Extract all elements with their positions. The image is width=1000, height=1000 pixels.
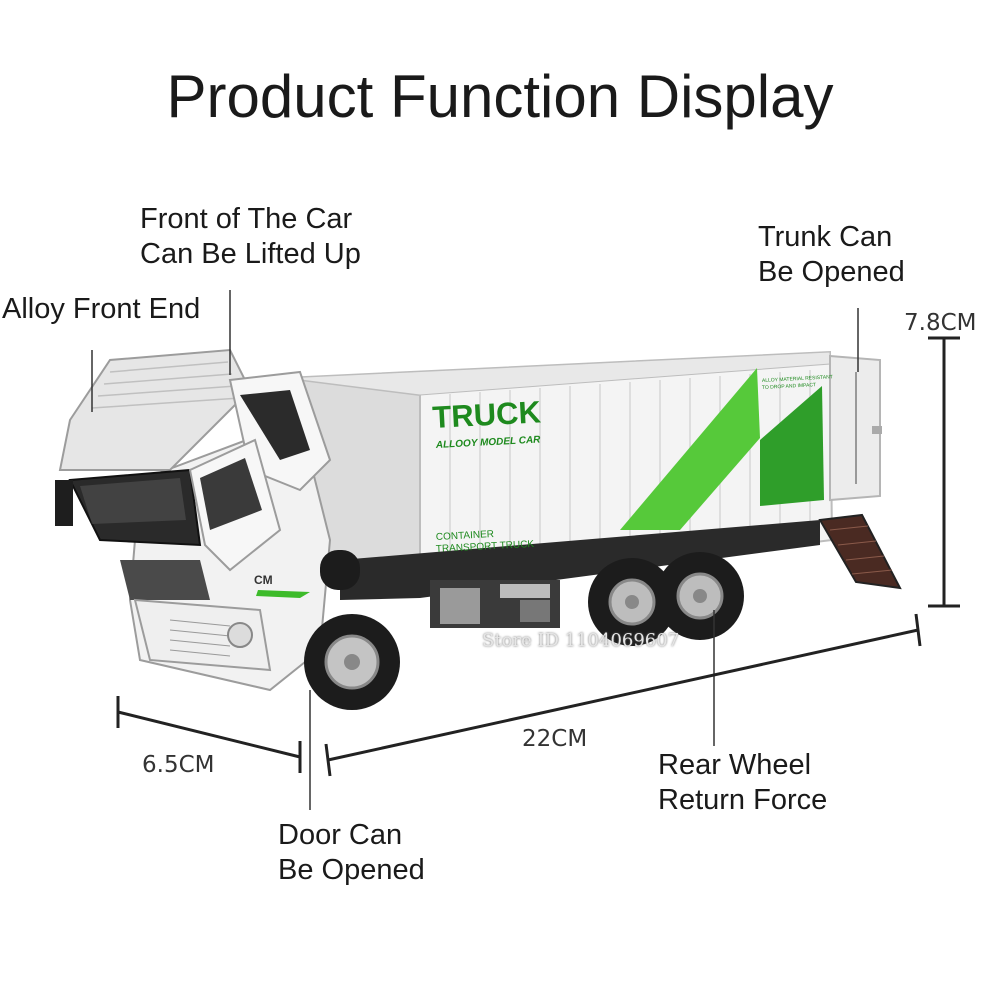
- green-stripe-light: [620, 368, 760, 530]
- chassis: [340, 520, 820, 628]
- callout-rear-wheel-line-2: Return Force: [658, 784, 828, 816]
- corner-text-2: TO DROP AND IMPACT: [762, 382, 816, 391]
- callout-rear-wheel: Rear Wheel Return Force: [658, 748, 827, 818]
- green-stripe-dark: [760, 386, 824, 506]
- rear-ramp: [818, 513, 902, 590]
- rear-wheels: [588, 552, 744, 646]
- front-wheel: [304, 550, 400, 710]
- dimension-width: 6.5CM: [142, 752, 215, 778]
- callout-front-lift-line-1: Front of The Car: [140, 203, 353, 235]
- brand-text: TRUCK: [432, 394, 543, 435]
- callout-trunk-line-2: Be Opened: [758, 256, 905, 288]
- page-title: Product Function Display: [166, 63, 834, 130]
- callout-trunk-line-1: Trunk Can: [758, 221, 893, 253]
- dimension-height: 7.8CM: [904, 310, 977, 336]
- callout-alloy-front: Alloy Front End: [2, 292, 200, 327]
- callout-rear-wheel-line-1: Rear Wheel: [658, 749, 812, 781]
- watermark: Store ID 1104069607: [482, 630, 680, 651]
- dimension-lines: [116, 336, 960, 777]
- side-text-2: TRANSPORT TRUCK: [436, 539, 535, 555]
- callout-front-lift: Front of The Car Can Be Lifted Up: [140, 202, 361, 272]
- callout-front-lift-line-2: Can Be Lifted Up: [140, 238, 361, 270]
- callout-alloy-front-label: Alloy Front End: [2, 293, 201, 325]
- callout-lines: [91, 290, 859, 810]
- callout-door: Door Can Be Opened: [278, 818, 425, 888]
- grille: [120, 560, 210, 600]
- callout-door-line-1: Door Can: [278, 819, 403, 851]
- cab-logo: CM: [254, 573, 273, 587]
- callout-trunk: Trunk Can Be Opened: [758, 220, 905, 290]
- corner-text-1: ALLOY MATERIAL RESISTANT: [762, 374, 833, 384]
- cab: CM: [55, 348, 332, 692]
- dimension-length: 22CM: [522, 726, 588, 752]
- callout-door-line-2: Be Opened: [278, 854, 425, 886]
- side-text-1: CONTAINER: [436, 529, 495, 543]
